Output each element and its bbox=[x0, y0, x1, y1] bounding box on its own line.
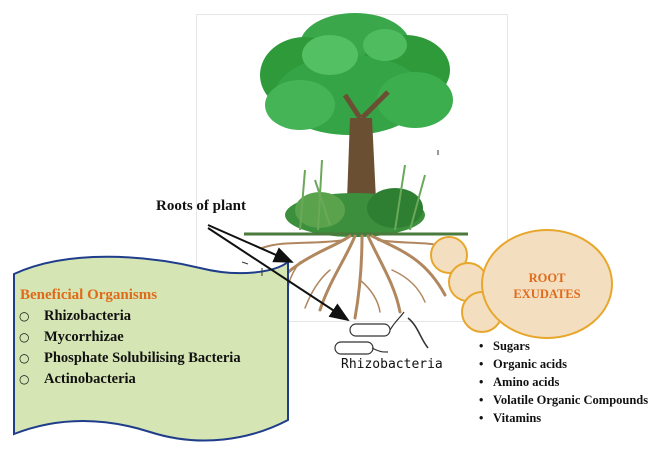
root-exudates-list: Sugars Organic acids Amino acids Volatil… bbox=[477, 337, 648, 427]
list-item: ○ Phosphate Solubilising Bacteria bbox=[14, 348, 244, 369]
beneficial-organisms-title: Beneficial Organisms bbox=[20, 287, 286, 304]
beneficial-organisms-list: ○ Rhizobacteria ○ Mycorrhizae ○ Phosphate S… bbox=[14, 306, 286, 390]
list-item: Volatile Organic Compounds bbox=[477, 391, 648, 409]
circle-bullet-icon: ○ bbox=[19, 327, 29, 348]
list-item: ○ Actinobacteria bbox=[14, 369, 286, 390]
organism-label: Phosphate Solubilising Bacteria bbox=[44, 350, 241, 366]
rhizobacteria-cells bbox=[335, 312, 428, 354]
list-item: Vitamins bbox=[477, 409, 648, 427]
root-exudates-title: ROOT EXUDATES bbox=[487, 270, 607, 302]
list-item: Amino acids bbox=[477, 373, 648, 391]
root-exudates-title-line2: EXUDATES bbox=[487, 286, 607, 302]
circle-bullet-icon: ○ bbox=[19, 306, 29, 327]
organism-label: Actinobacteria bbox=[44, 371, 136, 387]
roots-of-plant-label: Roots of plant bbox=[156, 198, 246, 215]
organism-label: Mycorrhizae bbox=[44, 329, 124, 345]
list-item: ○ Rhizobacteria bbox=[14, 306, 286, 327]
list-item: Organic acids bbox=[477, 355, 648, 373]
root-exudates-title-line1: ROOT bbox=[487, 270, 607, 286]
list-item: Sugars bbox=[477, 337, 648, 355]
circle-bullet-icon: ○ bbox=[19, 369, 29, 390]
rhizobacteria-label: Rhizobacteria bbox=[341, 357, 443, 372]
list-item: ○ Mycorrhizae bbox=[14, 327, 286, 348]
organism-label: Rhizobacteria bbox=[44, 308, 131, 324]
beneficial-organisms-content: Beneficial Organisms ○ Rhizobacteria ○ Myc… bbox=[14, 287, 286, 390]
circle-bullet-icon: ○ bbox=[19, 348, 29, 369]
